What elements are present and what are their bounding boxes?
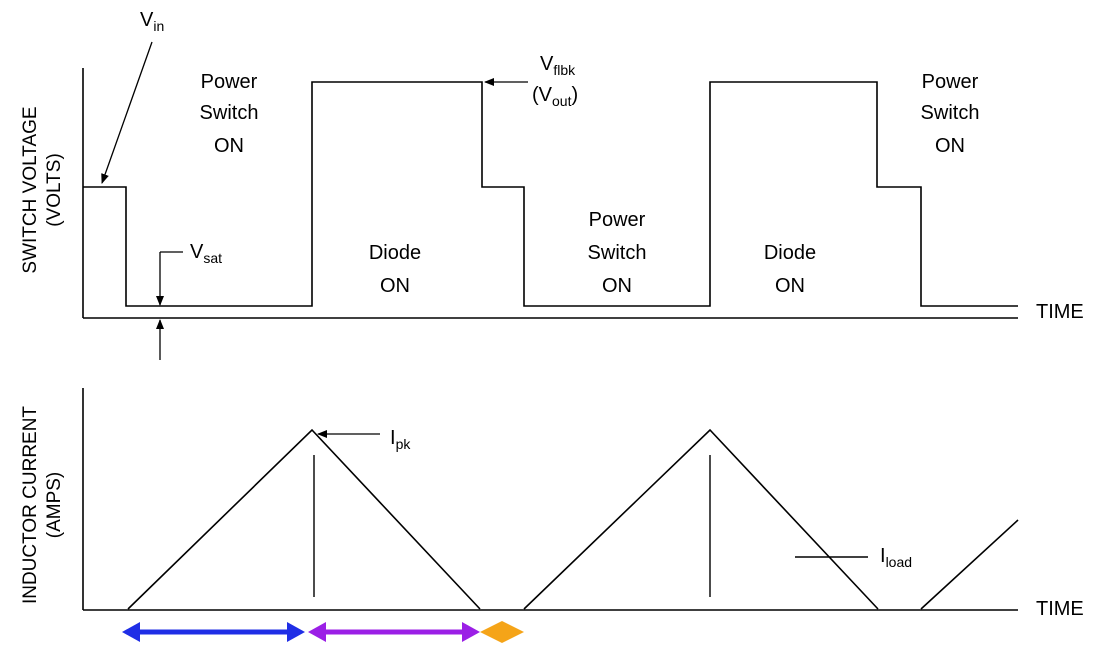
svg-text:Power: Power [589, 209, 646, 231]
svg-text:ON: ON [214, 135, 244, 157]
svg-text:Power: Power [201, 71, 258, 93]
vin-label: Vin [140, 9, 164, 34]
diode-on-phase-arrow [308, 622, 480, 642]
switch-on-phase-arrow [122, 622, 305, 642]
vin-arrow [101, 41, 153, 184]
region-diode-on-2: Diode ON [764, 242, 816, 297]
switch-voltage-axis-units: (VOLTS) [44, 153, 65, 227]
svg-text:Diode: Diode [764, 242, 816, 264]
phase-arrows [122, 621, 524, 643]
idle-phase-arrow [480, 621, 524, 643]
svg-text:Switch: Switch [588, 242, 647, 264]
region-diode-on-1: Diode ON [369, 242, 421, 297]
ipk-label: Ipk [390, 427, 411, 452]
region-power-switch-on-1: Power Switch ON [200, 71, 259, 157]
svg-text:ON: ON [775, 275, 805, 297]
svg-text:Power: Power [922, 71, 979, 93]
svg-text:ON: ON [935, 135, 965, 157]
region-power-switch-on-2: Power Switch ON [588, 209, 647, 297]
vout-label: (Vout) [532, 84, 578, 109]
inductor-current-axis-title: INDUCTOR CURRENT [20, 406, 41, 604]
inductor-current-panel: INDUCTOR CURRENT (AMPS) TIME Ipk Iload [20, 388, 1084, 620]
inductor-current-waveform-2 [523, 428, 879, 610]
region-power-switch-on-3: Power Switch ON [921, 71, 980, 157]
vflbk-label: Vflbk [540, 53, 576, 78]
svg-text:Diode: Diode [369, 242, 421, 264]
svg-text:Switch: Switch [200, 102, 259, 124]
svg-text:Switch: Switch [921, 102, 980, 124]
svg-text:Iload: Iload [880, 545, 912, 570]
inductor-current-axis-units: (AMPS) [44, 472, 65, 539]
svg-text:(Vout): (Vout) [532, 84, 578, 109]
svg-text:Vin: Vin [140, 9, 164, 34]
switch-voltage-panel: SWITCH VOLTAGE (VOLTS) TIME Vin Vsat Vfl… [20, 9, 1084, 360]
inductor-current-time-label: TIME [1036, 598, 1084, 620]
svg-text:Vsat: Vsat [190, 241, 222, 266]
switch-voltage-axis-title: SWITCH VOLTAGE [20, 106, 41, 273]
inductor-current-waveform-3 [920, 519, 1019, 610]
svg-text:ON: ON [380, 275, 410, 297]
iload-label: Iload [880, 545, 912, 570]
svg-text:Vflbk: Vflbk [540, 53, 576, 78]
svg-text:Ipk: Ipk [390, 427, 411, 452]
svg-text:ON: ON [602, 275, 632, 297]
vsat-label: Vsat [190, 241, 222, 266]
switch-voltage-time-label: TIME [1036, 301, 1084, 323]
switch-voltage-waveform [83, 81, 1018, 307]
inductor-current-waveform [127, 428, 481, 610]
